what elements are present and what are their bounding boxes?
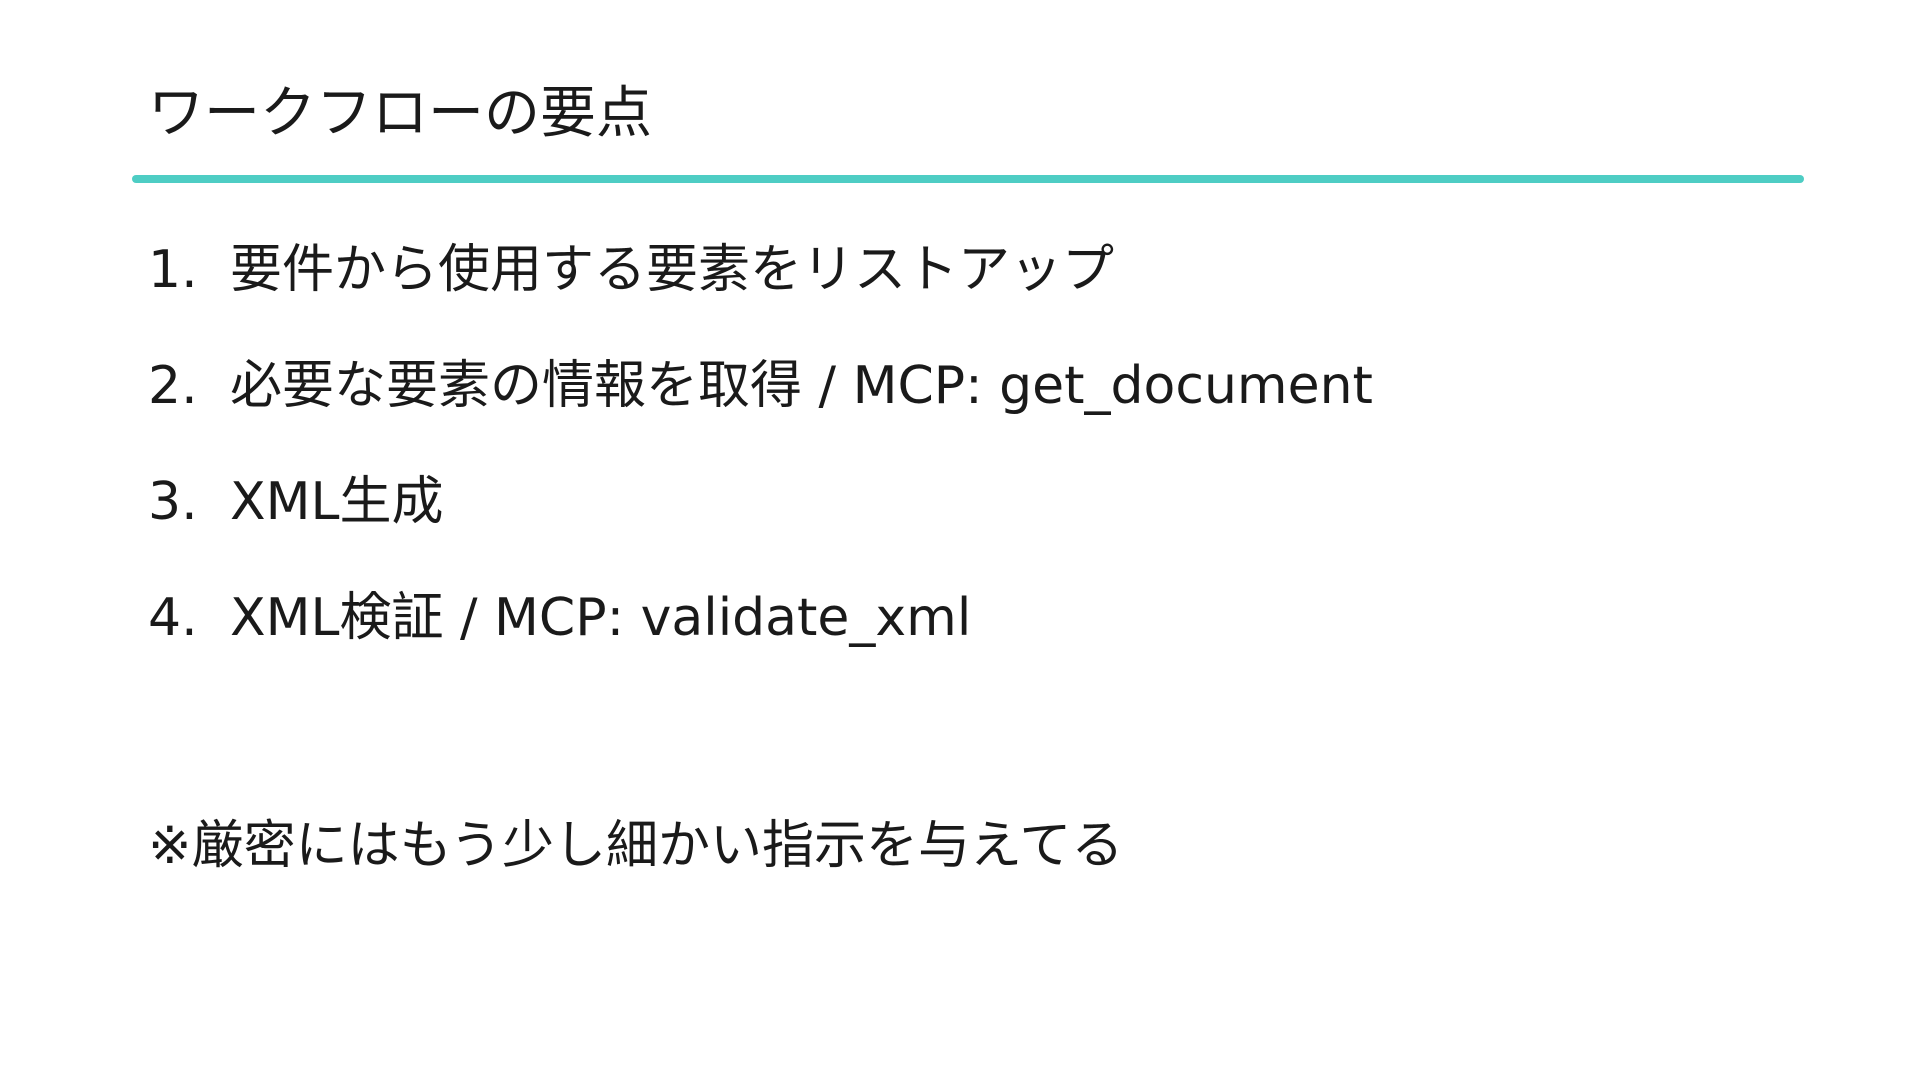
workflow-steps-list: 1. 要件から使用する要素をリストアップ 2. 必要な要素の情報を取得 / MC… — [148, 234, 1373, 698]
workflow-step: 3. XML生成 — [148, 466, 1373, 582]
step-text: XML検証 / MCP: validate_xml — [230, 588, 972, 648]
workflow-step: 2. 必要な要素の情報を取得 / MCP: get_document — [148, 350, 1373, 466]
step-text: 要件から使用する要素をリストアップ — [230, 240, 1115, 300]
step-number: 1. — [148, 240, 198, 300]
footnote: ※厳密にはもう少し細かい指示を与えてる — [148, 816, 1124, 876]
step-text: XML生成 — [230, 472, 444, 532]
slide-title: ワークフローの要点 — [148, 81, 652, 146]
step-number: 2. — [148, 356, 198, 416]
workflow-step: 1. 要件から使用する要素をリストアップ — [148, 234, 1373, 350]
title-underline — [132, 175, 1804, 183]
step-number: 3. — [148, 472, 198, 532]
step-number: 4. — [148, 588, 198, 648]
workflow-step: 4. XML検証 / MCP: validate_xml — [148, 582, 1373, 698]
step-text: 必要な要素の情報を取得 / MCP: get_document — [230, 356, 1373, 416]
